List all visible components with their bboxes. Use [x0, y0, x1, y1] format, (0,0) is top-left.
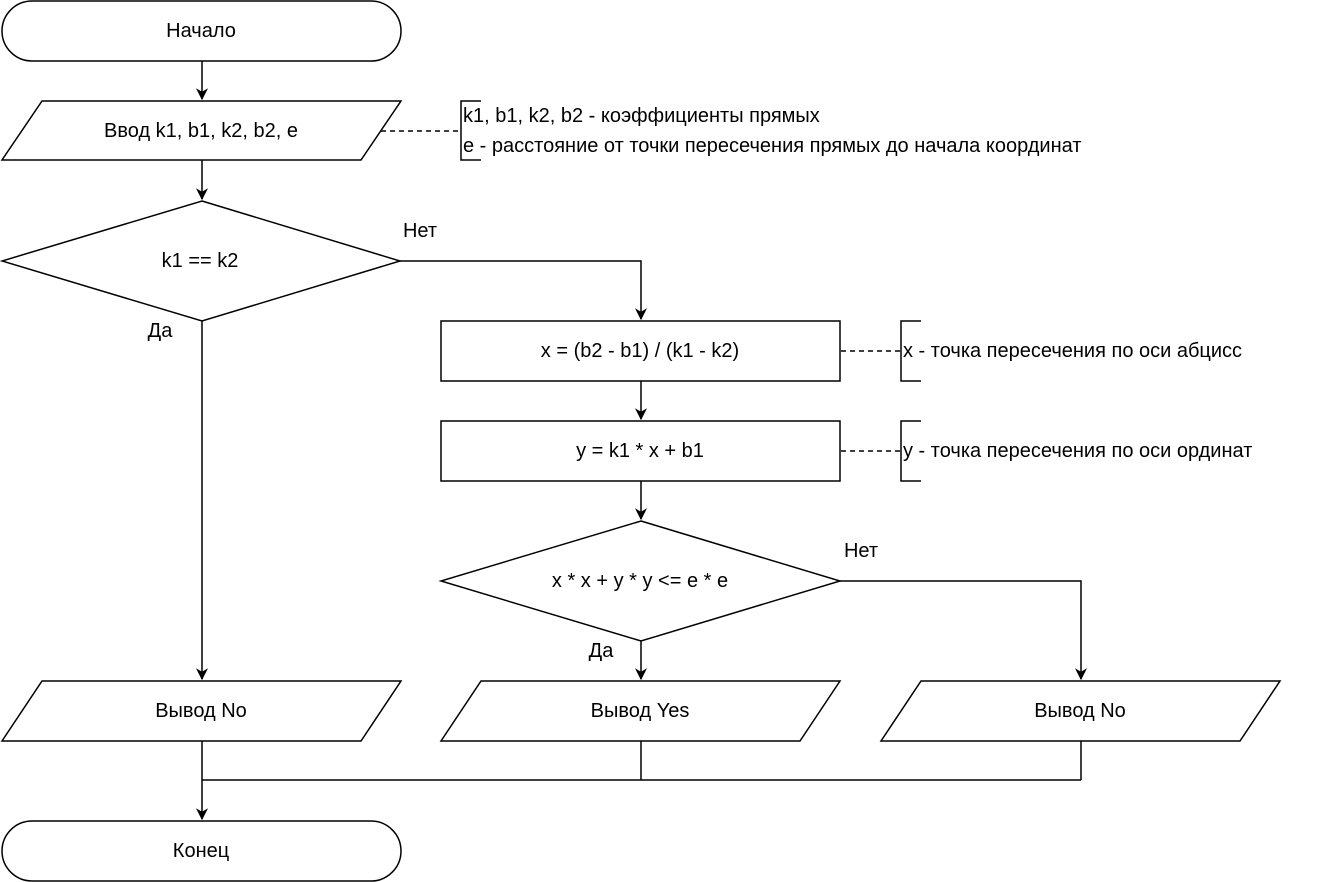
start-terminal: Начало: [1, 0, 402, 62]
decision-distance-yes-label: Да: [589, 640, 615, 662]
process-y: y = k1 * x + b1: [440, 420, 841, 482]
input-annotation: k1, b1, k2, b2 - коэффициенты прямых e -…: [381, 100, 1081, 161]
output-no-left-label: Вывод No: [155, 700, 247, 722]
process-x-label: x = (b2 - b1) / (k1 - k2): [541, 340, 739, 362]
x-annotation-text: x - точка пересечения по оси абцисс: [903, 340, 1242, 362]
end-terminal: Конец: [1, 820, 402, 882]
output-yes: Вывод Yes: [439, 680, 842, 742]
input-block: Ввод k1, b1, k2, b2, e: [0, 100, 403, 161]
edge-cond1-no: [400, 260, 647, 321]
decision-k1-k2-yes-label: Да: [148, 320, 174, 342]
end-label: Конец: [173, 840, 229, 862]
x-annotation: x - точка пересечения по оси абцисс: [841, 320, 1242, 382]
y-annotation: y - точка пересечения по оси ординат: [841, 420, 1252, 482]
input-annotation-line1: k1, b1, k2, b2 - коэффициенты прямых: [463, 105, 820, 127]
input-annotation-line2: e - расстояние от точки пересечения прям…: [463, 135, 1081, 157]
edge-cond2-no: [840, 580, 1087, 681]
input-label: Ввод k1, b1, k2, b2, e: [104, 120, 298, 142]
output-no-right-label: Вывод No: [1034, 700, 1126, 722]
connectors: [196, 61, 1087, 821]
decision-k1-k2-no-label: Нет: [403, 220, 437, 242]
y-annotation-text: y - точка пересечения по оси ординат: [903, 440, 1252, 462]
decision-distance-no-label: Нет: [844, 540, 878, 562]
output-no-left: Вывод No: [0, 680, 403, 742]
decision-distance: x * x + y * y <= e * e: [438, 520, 843, 642]
decision-k1-k2: k1 == k2: [0, 200, 403, 322]
start-label: Начало: [166, 20, 236, 42]
decision-k1-k2-label: k1 == k2: [162, 250, 239, 272]
output-yes-label: Вывод Yes: [591, 700, 690, 722]
output-no-right: Вывод No: [879, 680, 1282, 742]
decision-distance-label: x * x + y * y <= e * e: [552, 570, 728, 592]
process-y-label: y = k1 * x + b1: [576, 440, 704, 462]
process-x: x = (b2 - b1) / (k1 - k2): [440, 320, 841, 382]
